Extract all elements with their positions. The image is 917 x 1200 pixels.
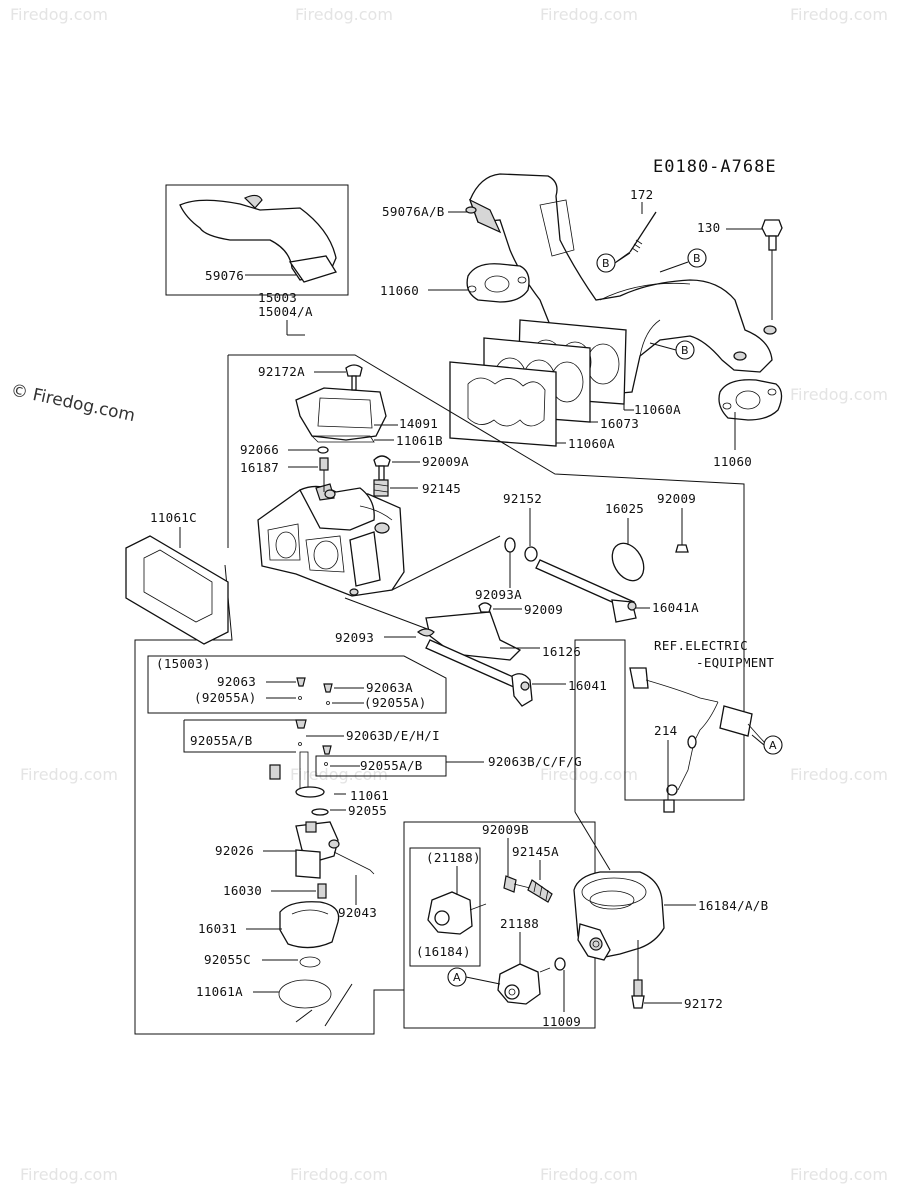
part-label: 11060 — [380, 283, 419, 298]
gasket-11061c — [125, 535, 229, 645]
part-label: 11060A — [634, 402, 681, 417]
part-label: 11009 — [542, 1014, 581, 1029]
part-label: 16126 — [542, 644, 581, 659]
part-label: 59076 — [205, 268, 244, 283]
part-label: (21188) — [426, 850, 481, 865]
part-label: (16184) — [416, 944, 471, 959]
watermark: Firedog.com — [540, 765, 638, 784]
svg-text:A: A — [453, 971, 461, 984]
part-label: 92152 — [503, 491, 542, 506]
part-label: (92055A) — [194, 690, 257, 705]
part-label: 92093A — [475, 587, 522, 602]
svg-text:B: B — [602, 257, 610, 270]
part-label: 16041 — [568, 678, 607, 693]
gasket-11060-right — [718, 379, 783, 421]
watermark: Firedog.com — [790, 5, 888, 24]
float-parts — [269, 751, 375, 1027]
part-label: 92043 — [338, 905, 377, 920]
part-label: 92172A — [258, 364, 305, 379]
watermark: Firedog.com — [540, 5, 638, 24]
electric-harness — [629, 667, 769, 813]
callout-b: B B B — [596, 248, 707, 360]
part-label: 92145 — [422, 481, 461, 496]
part-label: 92009A — [422, 454, 469, 469]
part-label: 21188 — [500, 916, 539, 931]
watermark: Firedog.com — [10, 5, 108, 24]
part-label: 15003 — [258, 290, 297, 305]
part-label: 92026 — [215, 843, 254, 858]
part-label: 92063B/C/F/G — [488, 754, 582, 769]
part-label: 11061B — [396, 433, 443, 448]
carb-body — [257, 483, 405, 597]
part-label: 11061A — [196, 984, 243, 999]
part-label: (92055A) — [364, 695, 427, 710]
part-label: 92055A/B — [190, 733, 253, 748]
watermark: Firedog.com — [295, 5, 393, 24]
watermark: Firedog.com — [20, 765, 118, 784]
part-label: 16041A — [652, 600, 699, 615]
part-label: 92055C — [204, 952, 251, 967]
solenoid-inset — [427, 891, 487, 935]
watermark: Firedog.com — [290, 1165, 388, 1184]
part-label: 16030 — [223, 883, 262, 898]
part-label: 11061 — [350, 788, 389, 803]
svg-text:B: B — [693, 252, 701, 265]
part-label: 16025 — [605, 501, 644, 516]
lower-body — [497, 871, 665, 1009]
diagram-code: E0180-A768E — [653, 157, 777, 177]
part-label: 92145A — [512, 844, 559, 859]
gasket-stack — [449, 319, 627, 447]
part-label: 11061C — [150, 510, 197, 525]
watermark: Firedog.com — [790, 765, 888, 784]
watermark: Firedog.com — [790, 1165, 888, 1184]
svg-text:A: A — [769, 739, 777, 752]
part-label: 16073 — [600, 416, 639, 431]
watermark: Firedog.com — [20, 1165, 118, 1184]
part-label: (15003) — [156, 656, 211, 671]
svg-text:B: B — [681, 344, 689, 357]
gasket-11060 — [466, 263, 530, 303]
part-label: 16031 — [198, 921, 237, 936]
part-label: 92063A — [366, 680, 413, 695]
part-label: 172 — [630, 187, 653, 202]
part-label: 92063D/E/H/I — [346, 728, 440, 743]
box-15003 — [147, 655, 447, 714]
part-label: 59076A/B — [382, 204, 445, 219]
part-label: 92055 — [348, 803, 387, 818]
part-label: 16187 — [240, 460, 279, 475]
part-label: 92063 — [217, 674, 256, 689]
part-label: 130 — [697, 220, 720, 235]
part-label: 16184/A/B — [698, 898, 768, 913]
part-label: 14091 — [399, 416, 438, 431]
part-label: 92055A/B — [360, 758, 423, 773]
part-label: 15004/A — [258, 304, 313, 319]
watermark: Firedog.com — [290, 765, 388, 784]
part-label: 92093 — [335, 630, 374, 645]
watermark: Firedog.com — [540, 1165, 638, 1184]
part-label: 11060A — [568, 436, 615, 451]
watermark-main: © Firedog.com — [9, 380, 137, 426]
part-label: 92009 — [657, 491, 696, 506]
part-label: 92066 — [240, 442, 279, 457]
part-label: 92172 — [684, 996, 723, 1011]
plate-14091 — [295, 387, 387, 441]
part-label: 92009B — [482, 822, 529, 837]
inset-59076: 59076 — [165, 184, 349, 296]
part-label: 11060 — [713, 454, 752, 469]
part-label: -EQUIPMENT — [696, 655, 774, 670]
part-label: REF.ELECTRIC — [654, 638, 748, 653]
part-label: 214 — [654, 723, 677, 738]
watermark: Firedog.com — [790, 385, 888, 404]
part-label: 92009 — [524, 602, 563, 617]
